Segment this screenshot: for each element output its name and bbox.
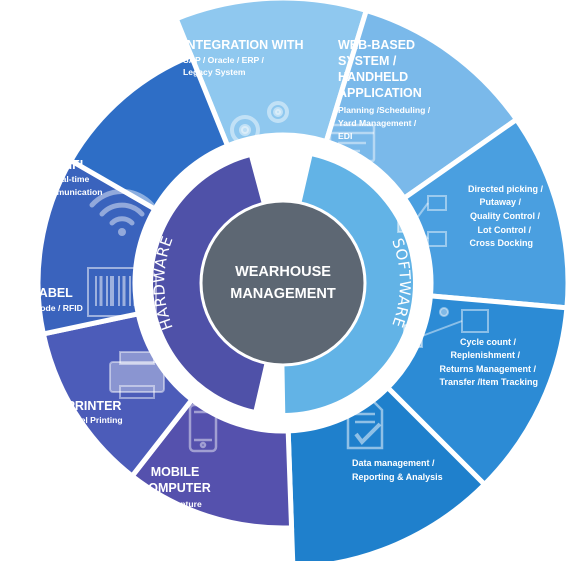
wifi-title: WIFI bbox=[57, 158, 83, 172]
rings-layer bbox=[152, 156, 413, 413]
printer-sub: Label Printing bbox=[65, 415, 122, 425]
web-title-2: SYSTEM / bbox=[338, 54, 397, 68]
wifi-icon bbox=[89, 189, 155, 236]
integration-sub-2: Legacy System bbox=[183, 67, 246, 77]
label-sub: Barcode / RFID bbox=[21, 303, 83, 313]
data-mgmt-segment bbox=[285, 384, 489, 561]
browser-icon bbox=[328, 123, 376, 163]
mobile-phone-icon bbox=[188, 403, 218, 453]
directed-line-2: Putaway / bbox=[479, 197, 521, 207]
web-sub-1: Planning /Scheduling / bbox=[338, 105, 431, 115]
label-title: LABEL bbox=[31, 286, 73, 300]
web-sub-3: EDI bbox=[338, 131, 352, 141]
data-mgmt-line-2: Reporting & Analysis bbox=[352, 472, 443, 482]
printer-icon bbox=[109, 351, 165, 399]
segments-layer bbox=[35, 0, 566, 561]
mobile-title-1: MOBILE bbox=[151, 465, 200, 479]
mobile-title-2: COMPUTER bbox=[139, 481, 211, 495]
integration-sub-1: SAP / Oracle / ERP / bbox=[183, 55, 264, 65]
wifi-sub-1: Real-time bbox=[51, 174, 90, 184]
document-check-icon bbox=[346, 398, 384, 450]
cycle-line-2: Replenishment / bbox=[450, 350, 520, 360]
directed-segment bbox=[400, 116, 566, 311]
directed-line-1: Directed picking / bbox=[468, 184, 544, 194]
cycle-line-1: Cycle count / bbox=[460, 337, 517, 347]
directed-line-5: Cross Docking bbox=[469, 238, 533, 248]
printer-title: PRINTER bbox=[67, 399, 122, 413]
web-title-4: APPLICATION bbox=[338, 86, 422, 100]
software-ring bbox=[284, 156, 413, 413]
web-title-1: WEB-BASED bbox=[338, 38, 415, 52]
data-mgmt-line-1: Data management / bbox=[352, 458, 435, 468]
web-sub-2: Yard Management / bbox=[338, 118, 417, 128]
directed-line-4: Lot Control / bbox=[478, 225, 532, 235]
center-circle bbox=[199, 199, 367, 367]
web-title-3: HANDHELD bbox=[338, 70, 408, 84]
network-icon bbox=[403, 307, 489, 348]
center-title-line2: MANAGEMENT bbox=[230, 286, 336, 302]
mobile-sub: Data Capture bbox=[148, 499, 202, 509]
center-title-line1: WEARHOUSE bbox=[235, 264, 331, 280]
directed-line-3: Quality Control / bbox=[470, 211, 541, 221]
wifi-segment bbox=[67, 52, 231, 213]
wifi-sub-2: Communication bbox=[38, 187, 103, 197]
flowchart-icon bbox=[397, 195, 447, 247]
hardware-ring bbox=[152, 157, 265, 410]
integration-title: INTEGRATION WITH bbox=[183, 38, 304, 52]
gears-icon bbox=[230, 101, 289, 145]
cycle-line-4: Transfer /Item Tracking bbox=[439, 377, 538, 387]
cycle-line-3: Returns Management / bbox=[439, 364, 536, 374]
barcode-icon bbox=[87, 267, 157, 317]
